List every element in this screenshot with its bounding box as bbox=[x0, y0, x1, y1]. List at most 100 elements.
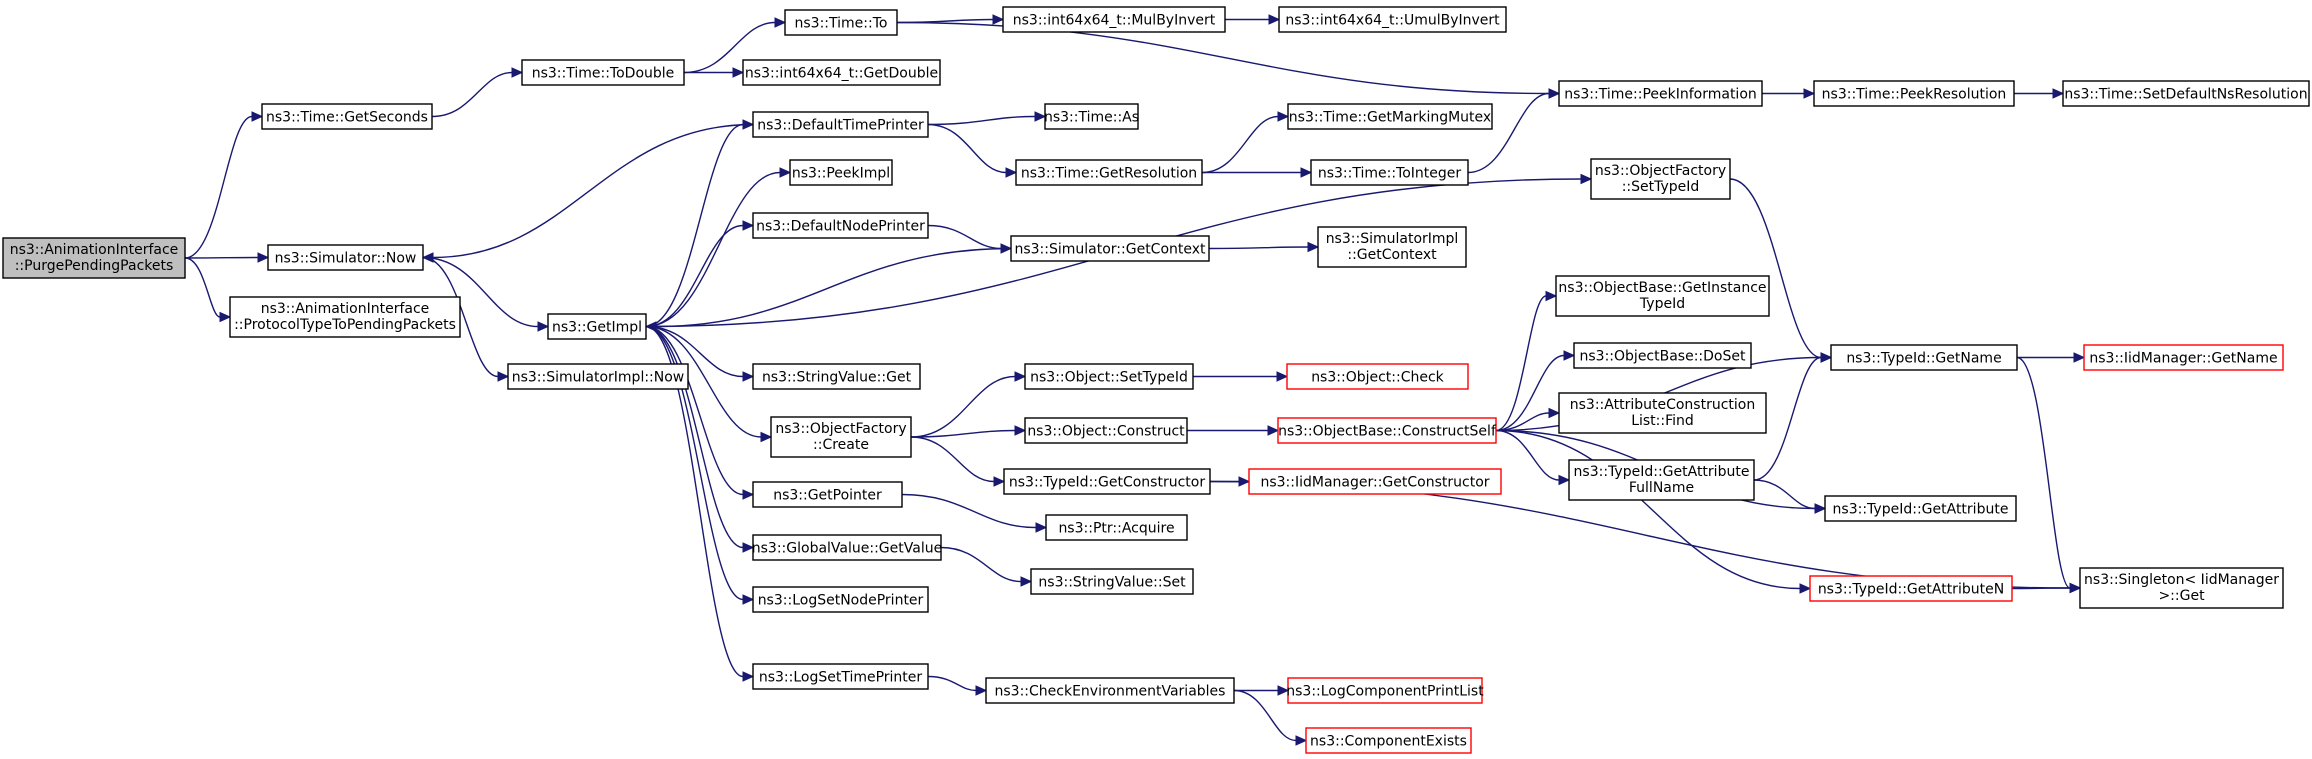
arrowhead-icon bbox=[511, 67, 524, 78]
node-label: FullName bbox=[1629, 480, 1694, 496]
node-singletonget[interactable]: ns3::Singleton< IidManager >::Get bbox=[2079, 567, 2284, 609]
node-compexists[interactable]: ns3::ComponentExists bbox=[1305, 727, 1472, 754]
node-protocoltype[interactable]: ns3::AnimationInterface::ProtocolTypeToP… bbox=[229, 296, 461, 338]
node-peekres[interactable]: ns3::Time::PeekResolution bbox=[1813, 80, 2015, 107]
node-objconstruct[interactable]: ns3::Object::Construct bbox=[1024, 417, 1188, 444]
edge-getimpl-to-defaultnodeprinter bbox=[645, 220, 755, 328]
node-ofcreate[interactable]: ns3::ObjectFactory::Create bbox=[770, 416, 912, 458]
edge-line bbox=[1467, 92, 1550, 174]
node-peekinfo[interactable]: ns3::Time::PeekInformation bbox=[1558, 80, 1763, 107]
edge-line bbox=[1208, 246, 1309, 250]
node-getattribute[interactable]: ns3::TypeId::GetAttribute bbox=[1824, 495, 2017, 522]
node-objcheck[interactable]: ns3::Object::Check bbox=[1286, 363, 1469, 390]
node-box bbox=[1824, 495, 2017, 522]
node-iidgetname[interactable]: ns3::IidManager::GetName bbox=[2083, 344, 2284, 371]
node-typeidgetname[interactable]: ns3::TypeId::GetName bbox=[1830, 344, 2018, 371]
edge-root-to-protocoltype bbox=[184, 257, 232, 323]
node-label: ns3::Object::SetTypeId bbox=[1030, 370, 1188, 386]
node-box bbox=[1024, 363, 1194, 390]
node-getattributen[interactable]: ns3::TypeId::GetAttributeN bbox=[1809, 575, 2013, 602]
node-getcontext[interactable]: ns3::Simulator::GetContext bbox=[1010, 235, 1210, 262]
node-layer: ns3::AnimationInterface::PurgePendingPac… bbox=[2, 6, 2310, 754]
node-logcomplist[interactable]: ns3::LogComponentPrintList bbox=[1286, 677, 1484, 704]
edge-line bbox=[645, 224, 744, 328]
node-defaulttimeprinter[interactable]: ns3::DefaultTimePrinter bbox=[752, 111, 929, 138]
node-setdefaultns[interactable]: ns3::Time::SetDefaultNsResolution bbox=[2062, 80, 2310, 107]
node-stringvalueset[interactable]: ns3::StringValue::Set bbox=[1030, 568, 1194, 595]
node-todouble[interactable]: ns3::Time::ToDouble bbox=[521, 59, 685, 86]
node-simimplnow[interactable]: ns3::SimulatorImpl::Now bbox=[507, 363, 689, 390]
node-label: ns3::ObjectBase::DoSet bbox=[1580, 349, 1746, 365]
node-label: ns3::Time::ToInteger bbox=[1318, 166, 1462, 182]
arrowhead-icon bbox=[1803, 88, 1816, 99]
node-logsettimeprinter[interactable]: ns3::LogSetTimePrinter bbox=[752, 663, 929, 690]
arrowhead-icon bbox=[774, 17, 787, 28]
node-label: ns3::Object::Construct bbox=[1027, 424, 1185, 440]
node-label: ns3::Singleton< IidManager bbox=[2084, 572, 2279, 588]
node-iidgetconstructor[interactable]: ns3::IidManager::GetConstructor bbox=[1248, 468, 1502, 495]
edge-line bbox=[1495, 295, 1547, 432]
node-box bbox=[752, 663, 929, 690]
node-label: ns3::Simulator::GetContext bbox=[1014, 242, 1206, 258]
node-label: ns3::Object::Check bbox=[1311, 370, 1444, 386]
node-defaultnodeprinter[interactable]: ns3::DefaultNodePrinter bbox=[752, 212, 929, 239]
node-tointeger[interactable]: ns3::Time::ToInteger bbox=[1310, 159, 1469, 186]
node-getimpl[interactable]: ns3::GetImpl bbox=[547, 313, 647, 340]
node-getmarkingmutex[interactable]: ns3::Time::GetMarkingMutex bbox=[1287, 103, 1493, 130]
node-box bbox=[1286, 363, 1469, 390]
edge-line bbox=[1233, 689, 1297, 742]
node-logsetnodeprinter[interactable]: ns3::LogSetNodePrinter bbox=[752, 586, 929, 613]
edge-logsettimeprinter-to-checkenv bbox=[927, 675, 988, 696]
node-implgetcontext[interactable]: ns3::SimulatorImpl::GetContext bbox=[1317, 226, 1467, 268]
node-label: ns3::SimulatorImpl::Now bbox=[512, 370, 685, 386]
node-label: ns3::GlobalValue::GetValue bbox=[752, 541, 942, 557]
node-box bbox=[521, 59, 685, 86]
node-constructself[interactable]: ns3::ObjectBase::ConstructSelf bbox=[1277, 417, 1497, 444]
node-root[interactable]: ns3::AnimationInterface::PurgePendingPac… bbox=[2, 237, 186, 279]
node-doset[interactable]: ns3::ObjectBase::DoSet bbox=[1573, 342, 1752, 369]
node-as[interactable]: ns3::Time::As bbox=[1044, 103, 1139, 130]
node-now[interactable]: ns3::Simulator::Now bbox=[267, 244, 424, 271]
node-ptracquire[interactable]: ns3::Ptr::Acquire bbox=[1045, 514, 1188, 541]
node-label: ns3::ComponentExists bbox=[1310, 734, 1467, 750]
node-getdouble[interactable]: ns3::int64x64_t::GetDouble bbox=[742, 59, 941, 86]
arrowhead-icon bbox=[1000, 243, 1013, 254]
node-label: ns3::TypeId::GetName bbox=[1846, 351, 2001, 367]
node-objsettypeid[interactable]: ns3::Object::SetTypeId bbox=[1024, 363, 1194, 390]
edge-getresolution-to-tointeger bbox=[1201, 167, 1313, 178]
node-to[interactable]: ns3::Time::To bbox=[784, 9, 898, 36]
edge-constructself-to-getattrfullname bbox=[1495, 429, 1571, 486]
edge-defaultnodeprinter-to-getcontext bbox=[927, 224, 1013, 254]
node-peekimpl[interactable]: ns3::PeekImpl bbox=[789, 159, 893, 186]
node-ofsettypeid[interactable]: ns3::ObjectFactory::SetTypeId bbox=[1590, 158, 1731, 200]
node-box bbox=[752, 111, 929, 138]
node-label: ns3::AttributeConstruction bbox=[1570, 397, 1755, 413]
node-checkenv[interactable]: ns3::CheckEnvironmentVariables bbox=[985, 677, 1235, 704]
node-box bbox=[1003, 468, 1211, 495]
edge-line bbox=[1729, 178, 1822, 359]
edge-getimpl-to-gvgetvalue bbox=[645, 325, 755, 553]
node-getpointer[interactable]: ns3::GetPointer bbox=[752, 481, 903, 508]
node-gvgetvalue[interactable]: ns3::GlobalValue::GetValue bbox=[752, 534, 942, 561]
edge-objconstruct-to-constructself bbox=[1187, 425, 1280, 436]
node-box bbox=[1809, 575, 2013, 602]
edge-line bbox=[422, 256, 539, 328]
edge-getresolution-to-getmarkingmutex bbox=[1201, 111, 1290, 174]
node-getresolution[interactable]: ns3::Time::GetResolution bbox=[1015, 159, 1203, 186]
node-umulbyinvert[interactable]: ns3::int64x64_t::UmulByInvert bbox=[1278, 6, 1507, 33]
arrowhead-icon bbox=[1014, 425, 1027, 436]
node-mulbyinvert[interactable]: ns3::int64x64_t::MulByInvert bbox=[1002, 6, 1226, 33]
node-typeidgetconstructor[interactable]: ns3::TypeId::GetConstructor bbox=[1003, 468, 1211, 495]
arrowhead-icon bbox=[1548, 407, 1561, 419]
edge-line bbox=[940, 546, 1022, 583]
node-box bbox=[2083, 344, 2284, 371]
node-stringvalueget[interactable]: ns3::StringValue::Get bbox=[752, 363, 921, 390]
node-label: ::ProtocolTypeToPendingPackets bbox=[234, 317, 456, 333]
edge-line bbox=[645, 325, 762, 438]
node-box bbox=[752, 363, 921, 390]
edge-typeidgetname-to-singletonget bbox=[2016, 356, 2082, 594]
node-getseconds[interactable]: ns3::Time::GetSeconds bbox=[261, 103, 433, 130]
